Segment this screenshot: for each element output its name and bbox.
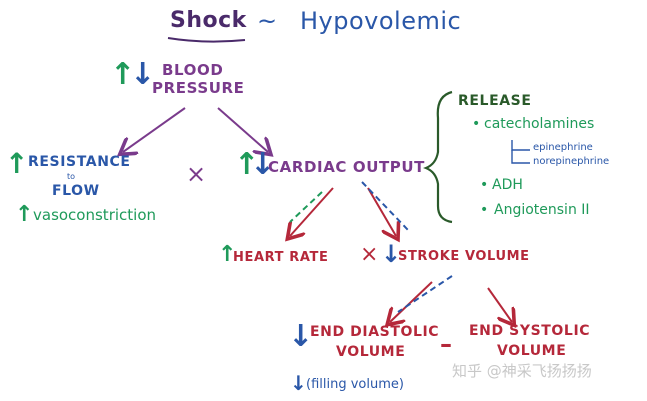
filling-volume-label: (filling volume) xyxy=(306,377,404,392)
watermark: 知乎 @神采飞扬扬扬 xyxy=(452,362,592,380)
resistance-line2: to xyxy=(67,172,76,181)
end-diastolic-line1: END DIASTOLIC xyxy=(310,324,440,340)
down-arrow-icon: ↓ xyxy=(290,371,307,395)
arrow-sv-to-edv xyxy=(390,281,433,322)
vasoconstriction-label: vasoconstriction xyxy=(33,206,157,224)
multiply-sign: × xyxy=(186,160,207,188)
dash-blue-co-sv xyxy=(361,181,409,231)
title-shock: Shock xyxy=(170,8,247,33)
title-subtype: Hypovolemic xyxy=(300,7,462,35)
up-arrow-icon: ↑ xyxy=(234,147,260,182)
resistance-line3: FLOW xyxy=(52,183,100,199)
dash-blue-sv-edv xyxy=(397,275,453,313)
release-item-epinephrine: epinephrine xyxy=(533,142,593,153)
end-diastolic-line2: VOLUME xyxy=(336,344,406,360)
stroke-volume-label: STROKE VOLUME xyxy=(398,249,530,264)
title-underline xyxy=(167,37,246,43)
arrow-bp-to-resistance xyxy=(123,107,186,152)
release-brace xyxy=(423,90,453,224)
cardiac-output-label: CARDIAC OUTPUT xyxy=(268,158,426,176)
up-arrow-icon: ↑ xyxy=(110,57,136,92)
hook-norepinephrine xyxy=(511,150,530,164)
multiply-sign: × xyxy=(360,242,379,267)
end-systolic-line2: VOLUME xyxy=(497,343,567,359)
arrow-sv-to-esv xyxy=(487,287,512,322)
hook-epinephrine xyxy=(511,140,530,151)
release-item-adh: ADH xyxy=(492,177,523,193)
blood-pressure-line2: PRESSURE xyxy=(152,79,245,97)
release-item-angiotensin: Angiotensin II xyxy=(494,202,590,218)
minus-sign: – xyxy=(440,330,452,358)
release-bullet: • xyxy=(480,177,489,193)
resistance-line1: RESISTANCE xyxy=(28,154,131,170)
arrow-bp-to-cardiac-output xyxy=(217,107,268,152)
release-bullet: • xyxy=(472,116,481,132)
release-heading: RELEASE xyxy=(458,93,532,109)
arrow-co-to-stroke-volume xyxy=(367,187,396,236)
release-item-catecholamines: catecholamines xyxy=(484,116,595,132)
title-separator: ~ xyxy=(257,7,278,35)
down-arrow-icon: ↓ xyxy=(288,319,314,354)
release-item-norepinephrine: norepinephrine xyxy=(533,156,610,167)
up-arrow-icon: ↑ xyxy=(5,147,29,180)
down-arrow-icon: ↓ xyxy=(130,57,156,92)
release-bullet: • xyxy=(480,202,489,218)
blood-pressure-line1: BLOOD xyxy=(162,61,224,79)
up-arrow-icon: ↑ xyxy=(15,202,34,227)
end-systolic-line1: END SYSTOLIC xyxy=(469,323,591,339)
arrow-co-to-heart-rate xyxy=(290,187,334,236)
dash-green-co-hr xyxy=(289,191,323,223)
up-arrow-icon: ↑ xyxy=(218,242,237,267)
down-arrow-icon: ↓ xyxy=(381,240,402,268)
down-arrow-icon: ↓ xyxy=(250,147,276,182)
heart-rate-label: HEART RATE xyxy=(233,250,329,265)
